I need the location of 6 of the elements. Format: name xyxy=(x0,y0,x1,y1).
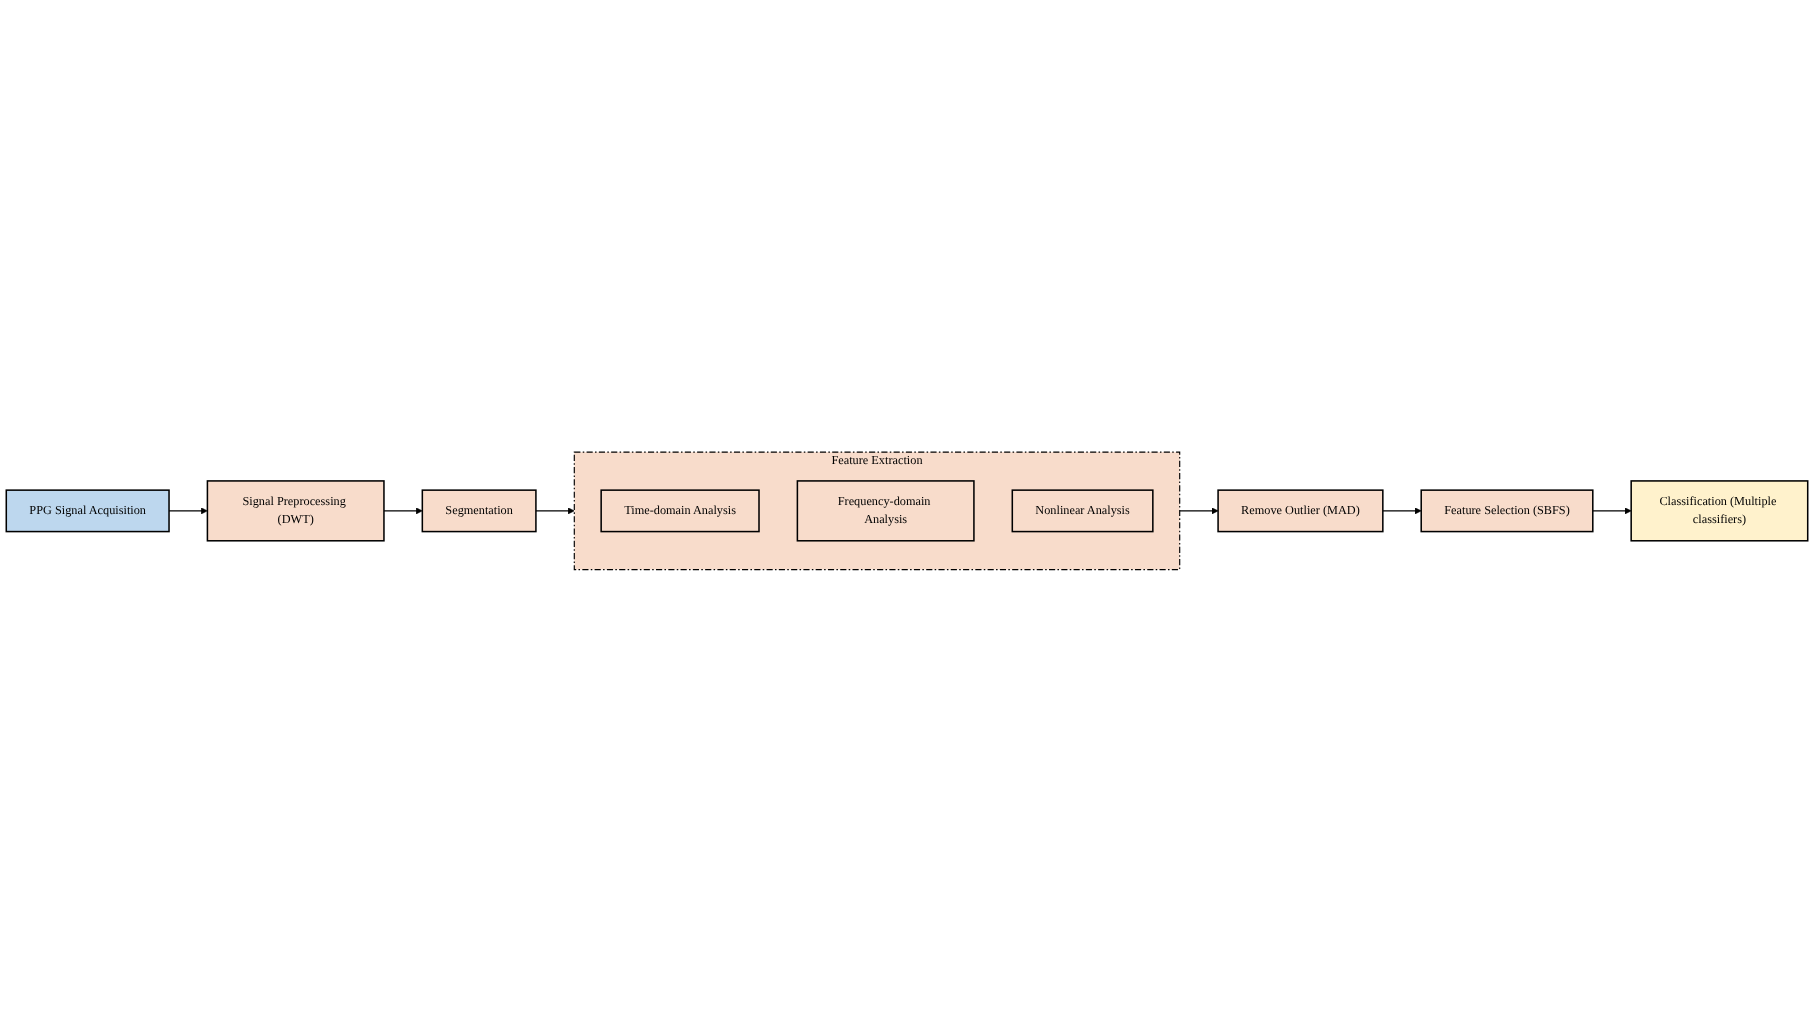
arrow xyxy=(1382,506,1422,514)
arrow xyxy=(168,506,208,514)
arrow xyxy=(1592,506,1632,514)
arrow xyxy=(535,506,575,514)
arrow xyxy=(383,506,423,514)
arrow xyxy=(1179,506,1219,514)
